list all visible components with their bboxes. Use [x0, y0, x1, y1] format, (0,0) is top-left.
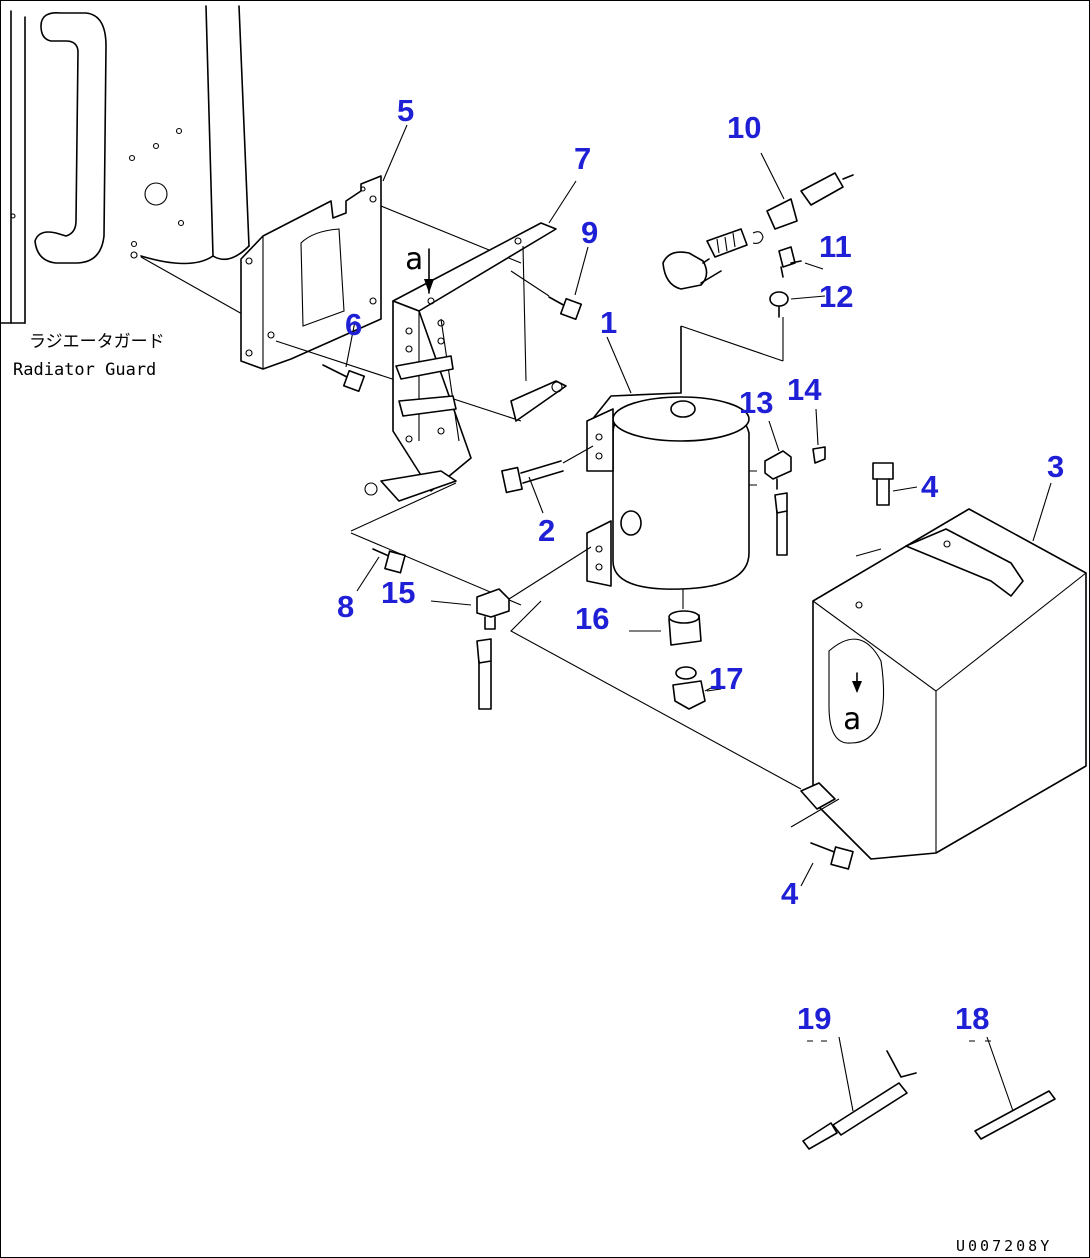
plug-12 — [769, 291, 789, 361]
callout-6: 6 — [345, 307, 362, 342]
callout-8: 8 — [337, 589, 354, 624]
check-valve-10 — [662, 152, 854, 290]
guard-label-en: Radiator Guard — [13, 360, 156, 380]
air-tank-1 — [586, 325, 784, 590]
callout-3: 3 — [1047, 449, 1064, 484]
guard-label-jp: ラジエータガード — [29, 332, 165, 352]
hose-assembly-19 — [802, 1040, 917, 1150]
callout-14: 14 — [787, 372, 822, 407]
callout-15: 15 — [381, 575, 415, 610]
leader-lines — [345, 124, 1052, 1112]
bolt-4-bottom — [810, 842, 854, 870]
bolt-4-top — [872, 462, 894, 506]
callout-19: 19 — [797, 1001, 831, 1036]
callout-17: 17 — [709, 661, 743, 696]
bolt-6 — [322, 364, 366, 393]
bolt-2 — [501, 445, 594, 494]
plug-14 — [812, 446, 826, 464]
drain-valve-17 — [672, 666, 714, 710]
bracket-plate-5 — [240, 175, 382, 370]
callout-2: 2 — [538, 513, 555, 548]
cover-3 — [790, 508, 1087, 860]
view-marker-a-cover: a — [843, 702, 861, 737]
view-marker-a-top: a — [405, 242, 423, 277]
callout-9: 9 — [581, 215, 598, 250]
callout-numbers: 1 2 3 4 4 5 6 7 8 9 10 11 12 13 14 15 16… — [337, 93, 1064, 1036]
elbow-13 — [764, 450, 792, 556]
callout-12: 12 — [819, 279, 853, 314]
callout-7: 7 — [574, 141, 591, 176]
bolt-8 — [350, 482, 522, 606]
elbow-fitting-15 — [430, 546, 592, 630]
radiator-guard — [1, 5, 252, 324]
callout-5: 5 — [397, 93, 414, 128]
callout-1: 1 — [600, 305, 617, 340]
callout-13: 13 — [739, 385, 773, 420]
bolt-9 — [510, 270, 583, 321]
callout-11: 11 — [819, 229, 852, 264]
adapter-16 — [629, 589, 702, 646]
callout-18: 18 — [955, 1001, 989, 1036]
connector-11 — [778, 246, 802, 278]
callout-16: 16 — [575, 601, 609, 636]
callout-4-bottom: 4 — [781, 876, 799, 911]
rod-18 — [969, 1040, 1056, 1140]
callout-10: 10 — [727, 110, 761, 145]
support-bracket-7 — [364, 222, 567, 502]
callout-4-top: 4 — [921, 469, 939, 504]
drawing-code: U007208Y — [956, 1237, 1052, 1255]
hose-15 — [476, 638, 492, 710]
